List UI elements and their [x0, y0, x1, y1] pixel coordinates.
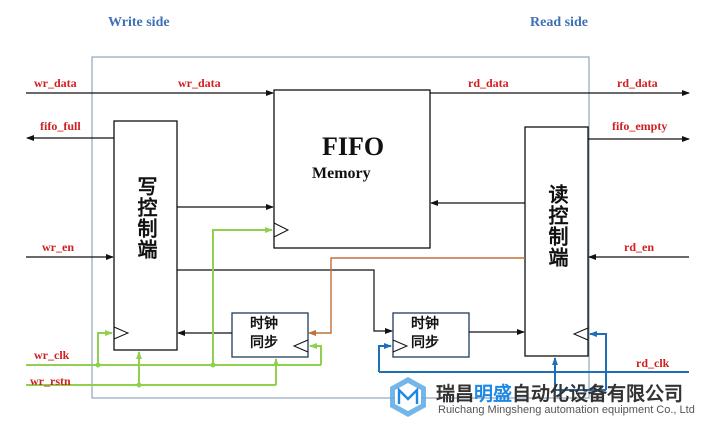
rd-data-internal-label: rd_data: [468, 76, 509, 90]
read-sync-label-line1: 时钟: [411, 316, 439, 332]
watermark-cn-highlight: 明盛: [474, 383, 513, 405]
wr-data-internal-label: wr_data: [178, 76, 221, 90]
fifo-clock-triangle: [273, 222, 290, 238]
read-ctrl-clock-triangle: [572, 327, 589, 341]
wr-clk-wires: [26, 227, 322, 366]
wptr-to-read-sync-wire: [177, 269, 393, 334]
read-sync-block: [392, 312, 470, 358]
wr-clk-label: wr_clk: [34, 348, 70, 362]
fifo-empty-label: fifo_empty: [612, 119, 668, 133]
read-sync-label: 时钟 同步: [405, 315, 445, 353]
read-control-block: [524, 126, 589, 357]
rd-clk-label: rd_clk: [636, 356, 670, 370]
wr-en-label: wr_en: [42, 240, 74, 254]
wr-rstn-wires: [26, 351, 279, 386]
rptr-to-write-sync-wire: [308, 257, 525, 336]
write-control-label: 写控制端: [134, 176, 158, 260]
read-sync-clock-triangle: [392, 339, 409, 353]
read-sync-label-line2: 同步: [411, 335, 439, 351]
write-sync-label-line2: 同步: [250, 335, 278, 351]
write-sync-clock-triangle: [292, 339, 309, 353]
watermark-company-cn: 瑞昌明盛自动化设备有限公司: [436, 379, 683, 406]
read-control-label: 读控制端: [545, 184, 569, 268]
rd-en-label: rd_en: [624, 240, 654, 254]
fifo-module-boundary: [91, 56, 590, 399]
rd-clk-wires: [378, 331, 689, 391]
write-side-label: Write side: [108, 15, 170, 30]
hexagon-m-logo-icon: [390, 377, 426, 417]
write-sync-label: 时钟 同步: [244, 315, 284, 353]
junction-dots: [95, 362, 216, 388]
watermark-cn-part1: 瑞昌: [436, 383, 475, 405]
wr-data-input-label: wr_data: [34, 76, 77, 90]
fifo-subtitle: Memory: [312, 165, 371, 182]
fifo-memory-block: [273, 89, 431, 249]
rd-data-output-label: rd_data: [617, 76, 658, 90]
watermark-company-en: Ruichang Mingsheng automation equipment …: [438, 404, 695, 416]
write-control-block: [113, 120, 178, 351]
write-sync-label-line1: 时钟: [250, 316, 278, 332]
watermark-cn-part2: 自动化设备有限公司: [512, 383, 684, 405]
read-side-label: Read side: [530, 15, 588, 30]
wr-rstn-label: wr_rstn: [30, 374, 71, 388]
write-ctrl-clock-triangle: [113, 326, 130, 340]
fifo-full-label: fifo_full: [40, 119, 81, 133]
fifo-title: FIFO: [322, 132, 385, 161]
write-sync-block: [231, 312, 309, 358]
